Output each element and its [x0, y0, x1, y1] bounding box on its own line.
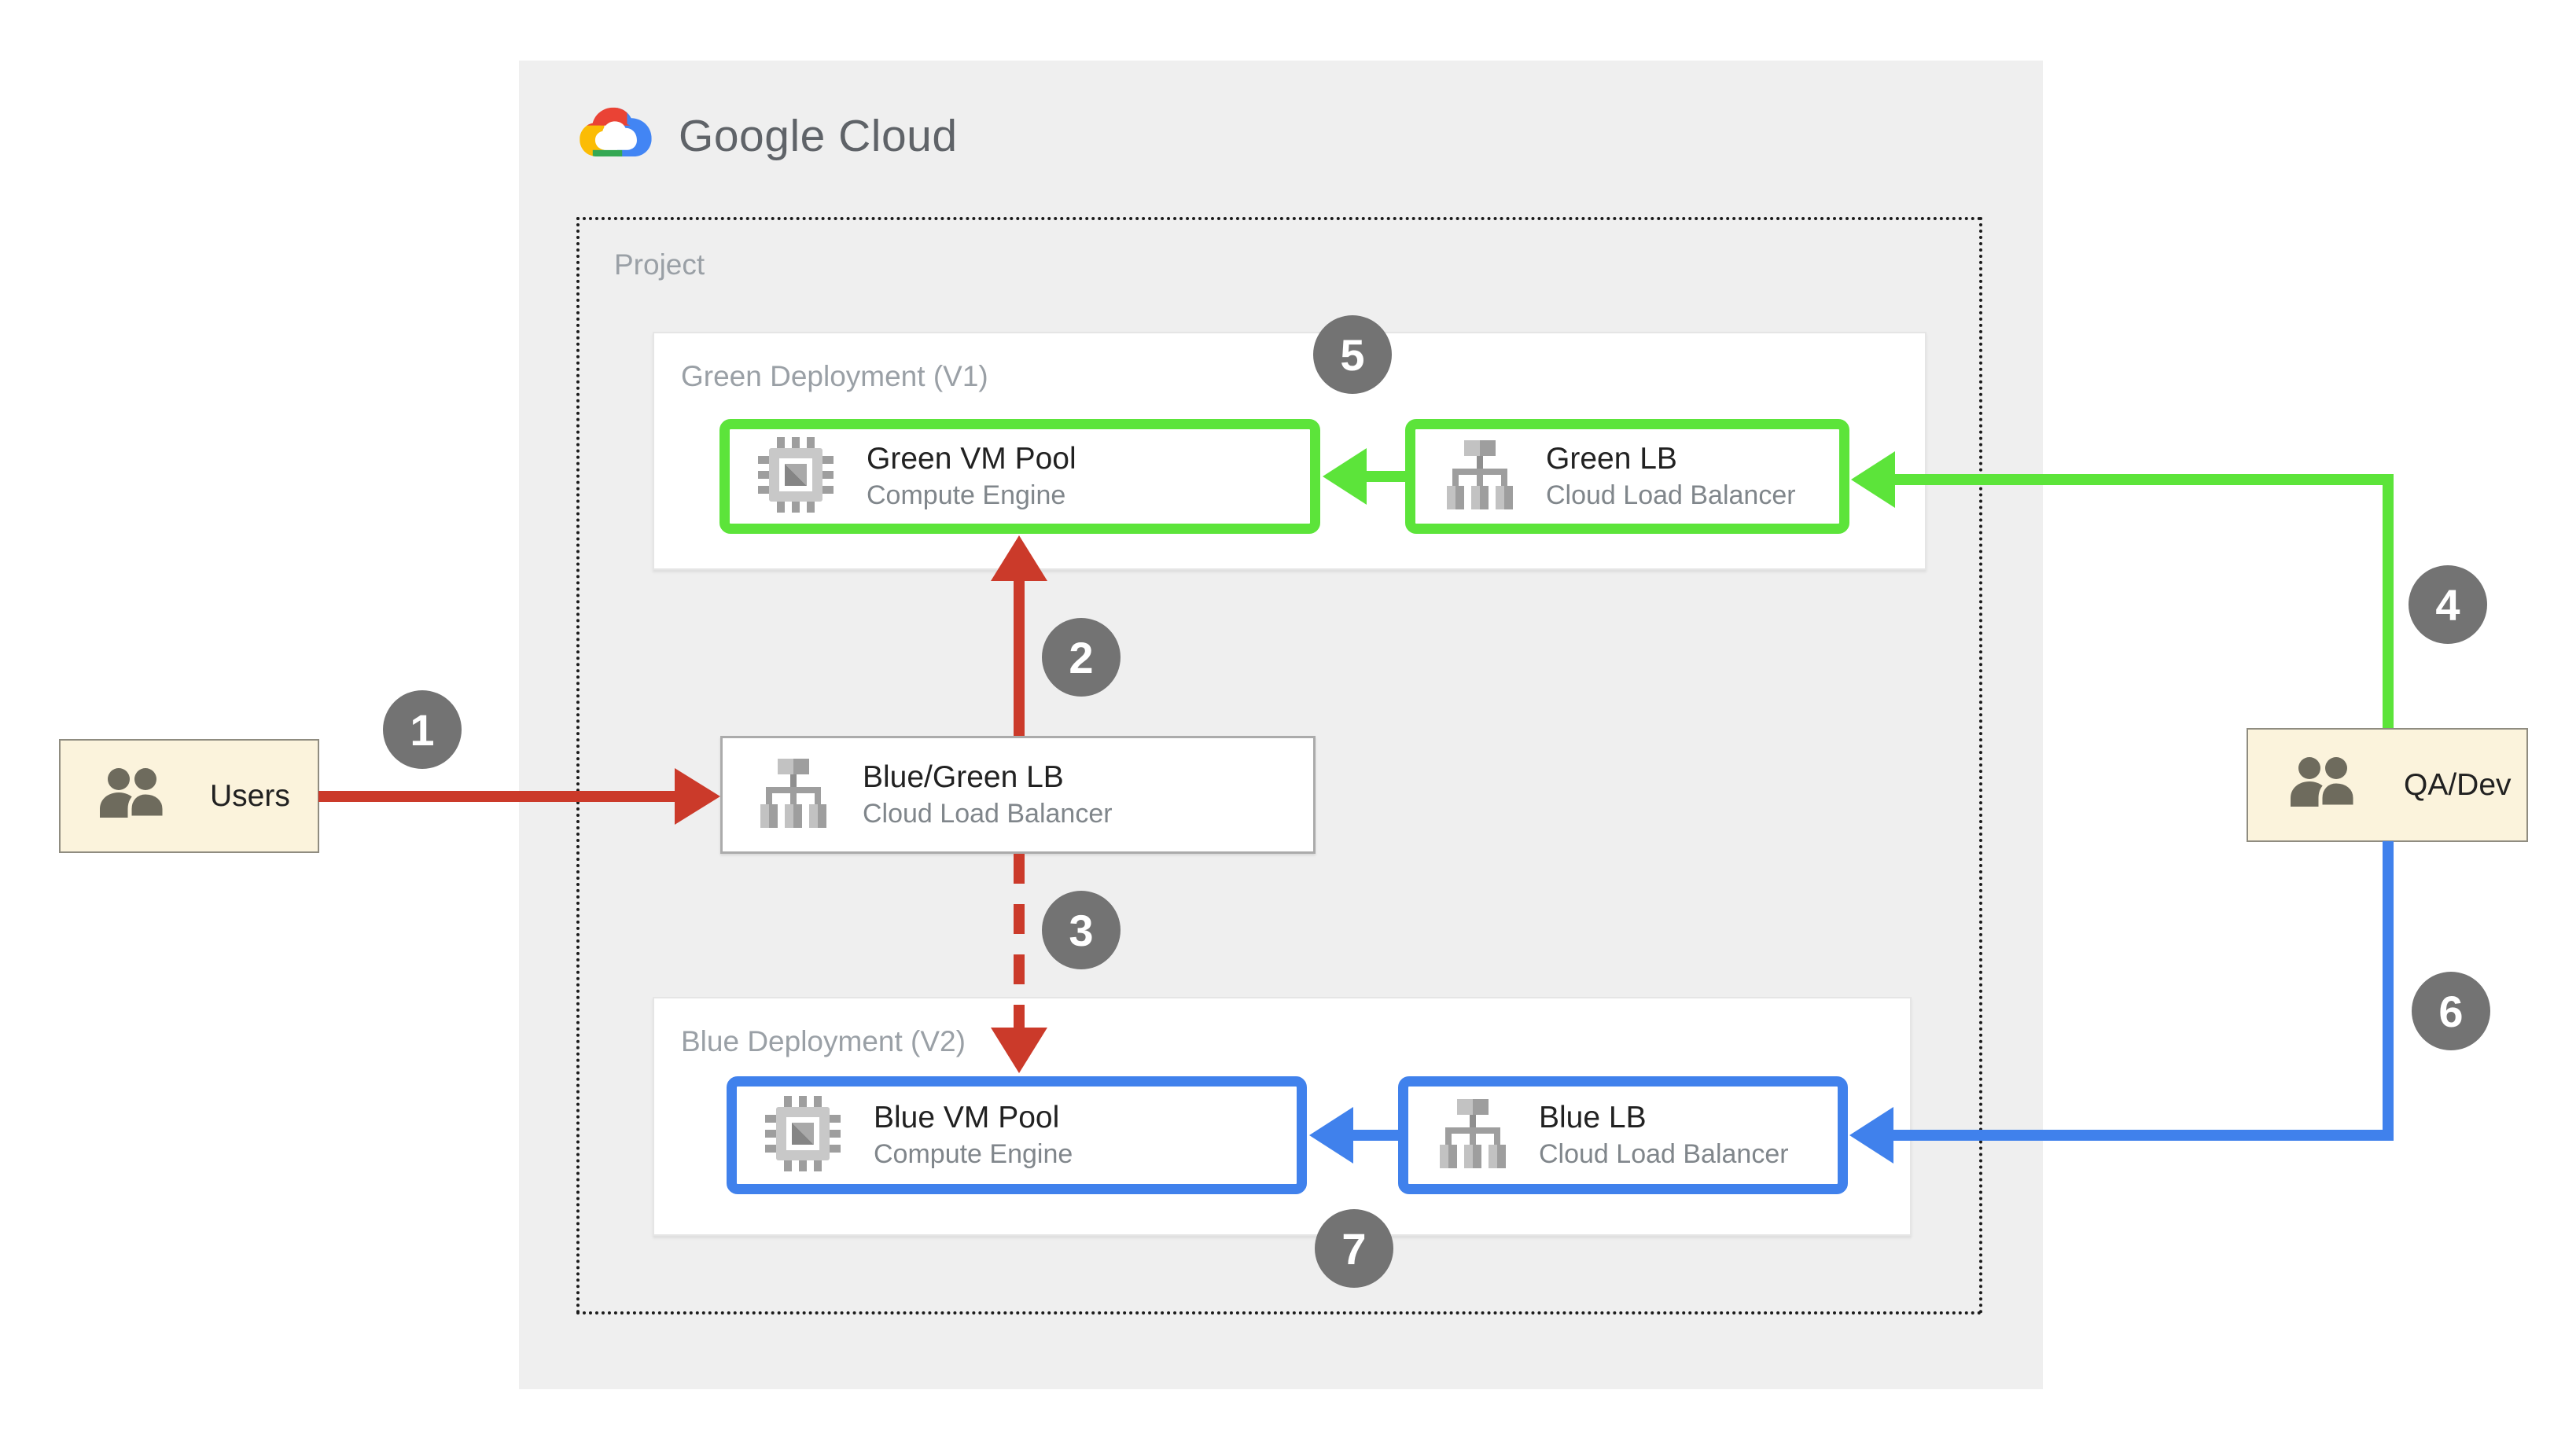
qa-dev-actor: QA/Dev — [2247, 728, 2528, 842]
google-cloud-logo: Google Cloud — [576, 104, 958, 167]
step-badge-3: 3 — [1042, 891, 1121, 969]
arrow-blue-lb-to-blue-vm — [1353, 1130, 1398, 1141]
arrow-lb-to-green-vm — [1014, 579, 1025, 736]
step-badge-4: 4 — [2409, 565, 2487, 644]
arrowhead-down-icon — [991, 1028, 1047, 1073]
users-icon — [2284, 756, 2366, 814]
node-title: Blue VM Pool — [874, 1101, 1060, 1135]
arrowhead-left-icon — [1323, 448, 1367, 505]
logo-text: Google Cloud — [679, 110, 958, 161]
step-badge-7: 7 — [1315, 1209, 1393, 1288]
node-subtitle: Cloud Load Balancer — [863, 799, 1113, 829]
arrow-users-to-bluegreen-lb — [318, 791, 676, 802]
load-balancer-icon — [757, 758, 830, 832]
line-qa-to-green-vertical — [2383, 480, 2394, 728]
arrowhead-left-icon — [1849, 1107, 1893, 1164]
line-qa-to-green-horizontal — [1895, 474, 2394, 485]
actor-label: QA/Dev — [2404, 767, 2512, 802]
node-title: Green VM Pool — [867, 442, 1076, 476]
step-badge-2: 2 — [1042, 618, 1121, 697]
green-vm-pool-node: Green VM Pool Compute Engine — [719, 419, 1320, 534]
step-badge-1: 1 — [383, 690, 462, 769]
green-deployment-label: Green Deployment (V1) — [681, 360, 988, 392]
project-label: Project — [614, 248, 705, 281]
node-title: Blue/Green LB — [863, 760, 1064, 795]
arrowhead-left-icon — [1309, 1107, 1353, 1164]
node-subtitle: Compute Engine — [867, 480, 1066, 511]
node-title: Blue LB — [1539, 1101, 1647, 1135]
load-balancer-icon — [1444, 439, 1516, 513]
arrowhead-left-icon — [1851, 451, 1895, 508]
actor-label: Users — [210, 778, 290, 813]
blue-vm-pool-node: Blue VM Pool Compute Engine — [727, 1076, 1307, 1194]
arrowhead-up-icon — [991, 535, 1047, 581]
blue-deployment-label: Blue Deployment (V2) — [681, 1025, 966, 1057]
step-badge-5: 5 — [1313, 315, 1392, 394]
line-qa-to-blue-horizontal — [1893, 1130, 2394, 1141]
blue-lb-node: Blue LB Cloud Load Balancer — [1398, 1076, 1848, 1194]
arrowhead-right-icon — [675, 768, 720, 825]
google-cloud-logo-icon — [576, 104, 658, 167]
node-title: Green LB — [1546, 442, 1677, 476]
node-subtitle: Compute Engine — [874, 1139, 1073, 1170]
green-lb-node: Green LB Cloud Load Balancer — [1405, 419, 1849, 534]
line-qa-to-blue-vertical — [2383, 841, 2394, 1141]
load-balancer-icon — [1437, 1098, 1509, 1172]
users-icon — [94, 767, 175, 825]
compute-engine-icon — [758, 436, 834, 517]
blue-green-lb-node: Blue/Green LB Cloud Load Balancer — [720, 736, 1316, 854]
arrow-dashed-lb-to-blue-vm — [1014, 854, 1025, 1028]
node-subtitle: Cloud Load Balancer — [1539, 1139, 1789, 1170]
node-subtitle: Cloud Load Balancer — [1546, 480, 1796, 511]
compute-engine-icon — [765, 1095, 841, 1175]
project-boundary: Project — [576, 217, 1982, 1314]
users-actor: Users — [59, 739, 319, 853]
arrow-green-lb-to-green-vm — [1367, 471, 1405, 482]
step-badge-6: 6 — [2412, 972, 2490, 1050]
